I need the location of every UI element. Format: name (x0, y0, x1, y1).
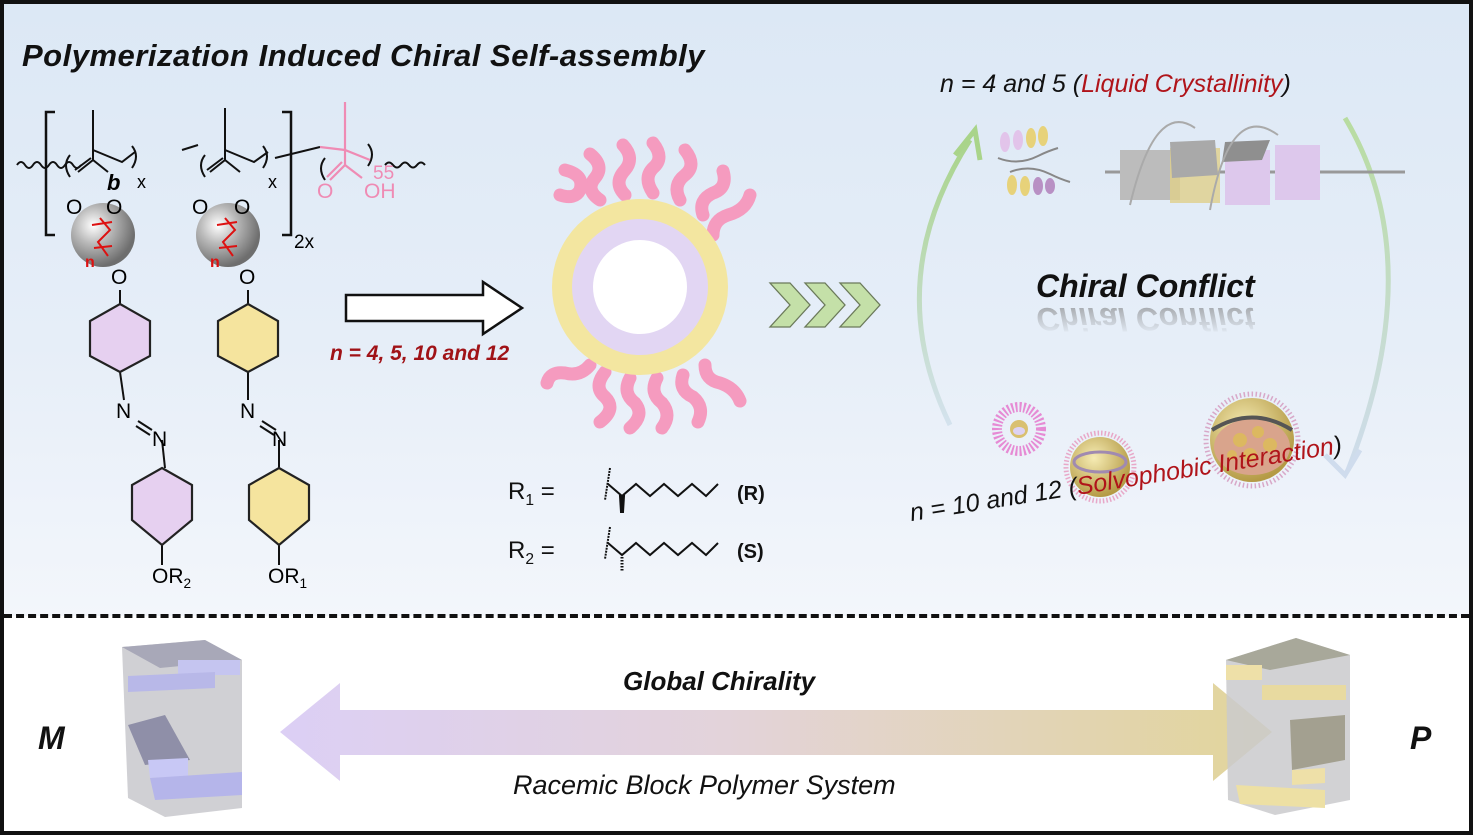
tail-right: OR1 (268, 565, 307, 591)
azo-n2-left: N (152, 428, 168, 451)
tail-right-sub: 1 (299, 576, 308, 592)
lc-caption: n = 4 and 5 (Liquid Crystallinity) (940, 70, 1291, 99)
acid-oh: OH (364, 180, 396, 203)
ester-o-left: O (106, 196, 123, 219)
cycle-arrow-left (916, 138, 973, 427)
ether-o-left: O (111, 266, 128, 289)
ring-purple-bottom (130, 466, 194, 547)
acid-block (319, 102, 371, 181)
block-label: b (107, 170, 121, 195)
chevron-arrows (768, 282, 881, 328)
ester-o-right: O (234, 196, 251, 219)
benzene-rings (88, 302, 311, 547)
cycle-arrow-left-head (953, 124, 983, 161)
arrow-label: n = 4, 5, 10 and 12 (330, 342, 510, 365)
cycle-arrow-right (1342, 116, 1391, 471)
lc-mesogens (997, 126, 1071, 196)
micelle-corona (540, 136, 757, 435)
subscript-x-1: x (137, 172, 146, 192)
lc-suffix: ) (1282, 70, 1291, 98)
tail-left-sub: 2 (183, 576, 192, 592)
outer-bracket (44, 110, 293, 237)
lc-highlight: Liquid Crystallinity (1081, 70, 1283, 98)
spacer-sphere-right (196, 203, 260, 267)
dashed-divider (4, 614, 1469, 618)
ring-yellow-top (216, 302, 280, 374)
r2-skeleton (604, 526, 719, 572)
spacer-n-left: n (85, 254, 95, 271)
reaction-arrow (344, 279, 525, 337)
r2-label: R2 = (508, 537, 555, 569)
racemic-system-label: Racemic Block Polymer System (513, 770, 896, 800)
r2-eq: = (534, 537, 555, 564)
figure-title: Polymerization Induced Chiral Self-assem… (22, 38, 706, 73)
ring-purple-top (88, 302, 152, 374)
r2-sub: 2 (525, 550, 535, 568)
carbonyl-o-left: O (66, 196, 83, 219)
carbonyl-o-right: O (192, 196, 209, 219)
tail-left: OR2 (152, 565, 191, 591)
ether-o-right: O (239, 266, 256, 289)
r1-skeleton (604, 467, 719, 513)
r1-config: (R) (737, 483, 765, 505)
azo-n2-right: N (272, 428, 288, 451)
micelle-small (992, 402, 1046, 456)
global-chirality-arrow (280, 683, 1272, 781)
r2-prefix: R (508, 537, 526, 564)
spacer-chains (91, 217, 238, 257)
ring-stems (119, 290, 280, 565)
micelle (540, 136, 757, 435)
subscript-x-2: x (268, 172, 277, 192)
acid-o: O (317, 180, 334, 203)
azo-n1-left: N (116, 400, 132, 423)
vesicle-large (1203, 391, 1301, 489)
r1-prefix: R (508, 478, 526, 505)
r1-eq: = (534, 478, 555, 505)
backbone (16, 108, 426, 181)
r2-config: (S) (737, 541, 764, 563)
azo-n1-right: N (240, 400, 256, 423)
m-chirality-block (122, 640, 242, 817)
bracket-subscript: 2x (294, 232, 315, 253)
spacer-n-right: n (210, 254, 220, 271)
spacer-sphere-left (71, 203, 135, 267)
vesicle-medium (1063, 430, 1137, 504)
r1-label: R1 = (508, 478, 555, 510)
p-label: P (1410, 720, 1432, 756)
m-label: M (38, 720, 65, 756)
chiral-conflict-label: Chiral Conflict (1036, 268, 1255, 304)
ring-yellow-bottom (247, 466, 311, 547)
lc-layers (1105, 121, 1405, 211)
tail-right-text: OR (268, 565, 300, 588)
global-chirality-label: Global Chirality (623, 666, 816, 696)
lc-prefix: n = 4 and 5 ( (940, 70, 1082, 98)
tail-left-text: OR (152, 565, 184, 588)
p-chirality-block (1226, 638, 1350, 815)
cycle-arrow-right-head (1323, 448, 1363, 480)
chiral-conflict-reflection: Chiral Conflict (1036, 301, 1255, 337)
r1-sub: 1 (525, 491, 535, 509)
acid-subscript: 55 (373, 163, 395, 184)
